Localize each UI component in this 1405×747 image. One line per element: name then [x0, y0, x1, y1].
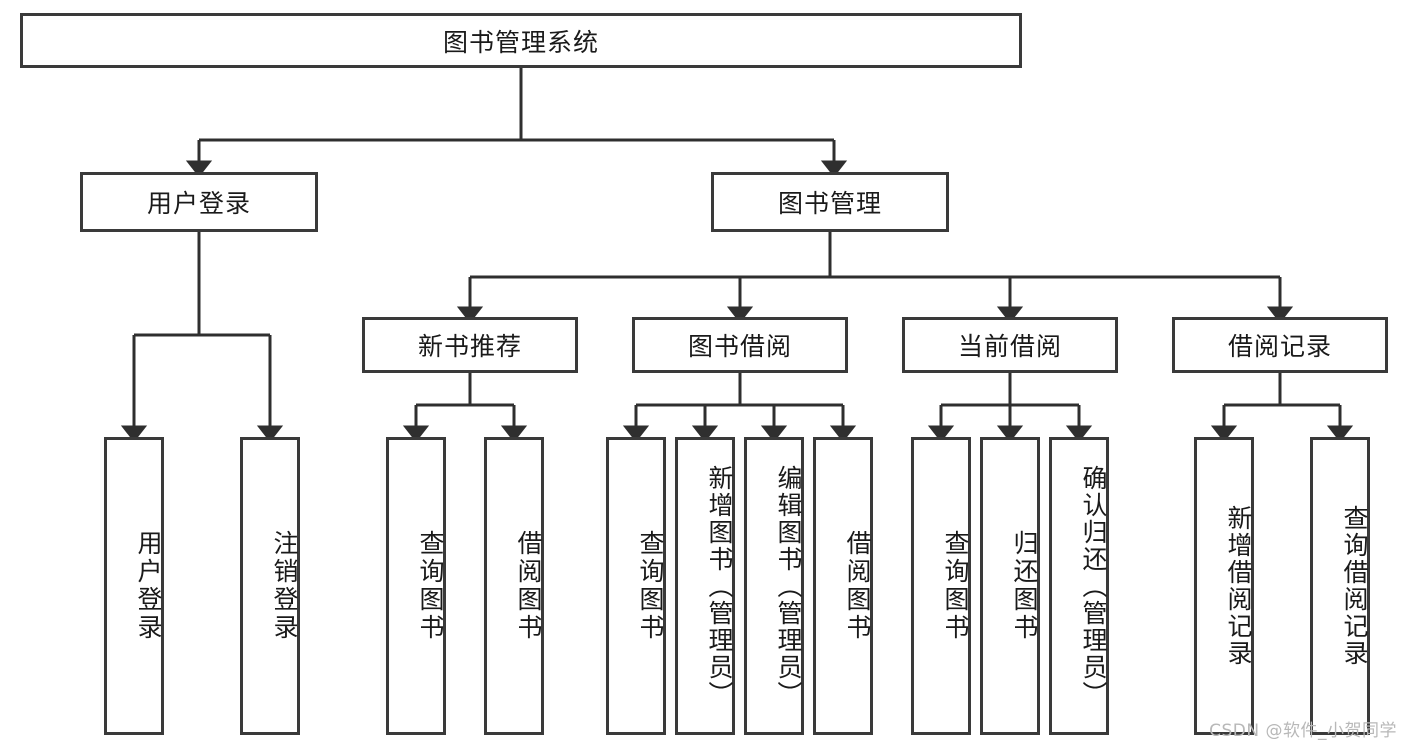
node-label: 图书借阅 — [687, 332, 792, 361]
node-label: 编辑图书（管理员） — [774, 464, 803, 708]
node-new-book-recommend[interactable]: 新书推荐 — [362, 317, 578, 373]
node-label: 查询图书 — [416, 530, 445, 642]
leaf-add-book-admin[interactable]: 新增图书（管理员） — [675, 437, 735, 735]
node-label: 查询借阅记录 — [1340, 505, 1369, 667]
node-label: 查询图书 — [636, 530, 665, 642]
node-label: 借阅记录 — [1227, 332, 1332, 361]
leaf-return-book[interactable]: 归还图书 — [980, 437, 1040, 735]
node-book-borrow[interactable]: 图书借阅 — [632, 317, 848, 373]
node-label: 归还图书 — [1010, 530, 1039, 642]
node-root-library-management-system[interactable]: 图书管理系统 — [20, 13, 1022, 68]
node-label: 借阅图书 — [514, 530, 543, 642]
node-label: 新书推荐 — [417, 332, 522, 361]
node-label: 确认归还（管理员） — [1079, 464, 1108, 708]
node-label: 图书管理 — [777, 189, 882, 218]
node-label: 注销登录 — [270, 530, 299, 642]
node-current-borrow[interactable]: 当前借阅 — [902, 317, 1118, 373]
leaf-query-book-current[interactable]: 查询图书 — [911, 437, 971, 735]
node-borrow-record[interactable]: 借阅记录 — [1172, 317, 1388, 373]
leaf-query-book-borrow[interactable]: 查询图书 — [606, 437, 666, 735]
leaf-user-login[interactable]: 用户登录 — [104, 437, 164, 735]
leaf-edit-book-admin[interactable]: 编辑图书（管理员） — [744, 437, 804, 735]
csdn-watermark: CSDN @软件_小贺同学 — [1209, 721, 1397, 741]
node-label: 用户登录 — [146, 189, 251, 218]
node-label: 借阅图书 — [843, 530, 872, 642]
leaf-borrow-book-recommend[interactable]: 借阅图书 — [484, 437, 544, 735]
leaf-query-borrow-record[interactable]: 查询借阅记录 — [1310, 437, 1370, 735]
leaf-borrow-book[interactable]: 借阅图书 — [813, 437, 873, 735]
leaf-logout[interactable]: 注销登录 — [240, 437, 300, 735]
node-book-management[interactable]: 图书管理 — [711, 172, 949, 232]
leaf-query-book-recommend[interactable]: 查询图书 — [386, 437, 446, 735]
node-label: 当前借阅 — [957, 332, 1062, 361]
leaf-add-borrow-record[interactable]: 新增借阅记录 — [1194, 437, 1254, 735]
node-label: 查询图书 — [941, 530, 970, 642]
node-label: 新增图书（管理员） — [705, 464, 734, 708]
node-label: 新增借阅记录 — [1224, 505, 1253, 667]
node-label: 图书管理系统 — [442, 27, 599, 57]
node-label: 用户登录 — [134, 530, 163, 642]
node-user-login[interactable]: 用户登录 — [80, 172, 318, 232]
leaf-confirm-return-admin[interactable]: 确认归还（管理员） — [1049, 437, 1109, 735]
